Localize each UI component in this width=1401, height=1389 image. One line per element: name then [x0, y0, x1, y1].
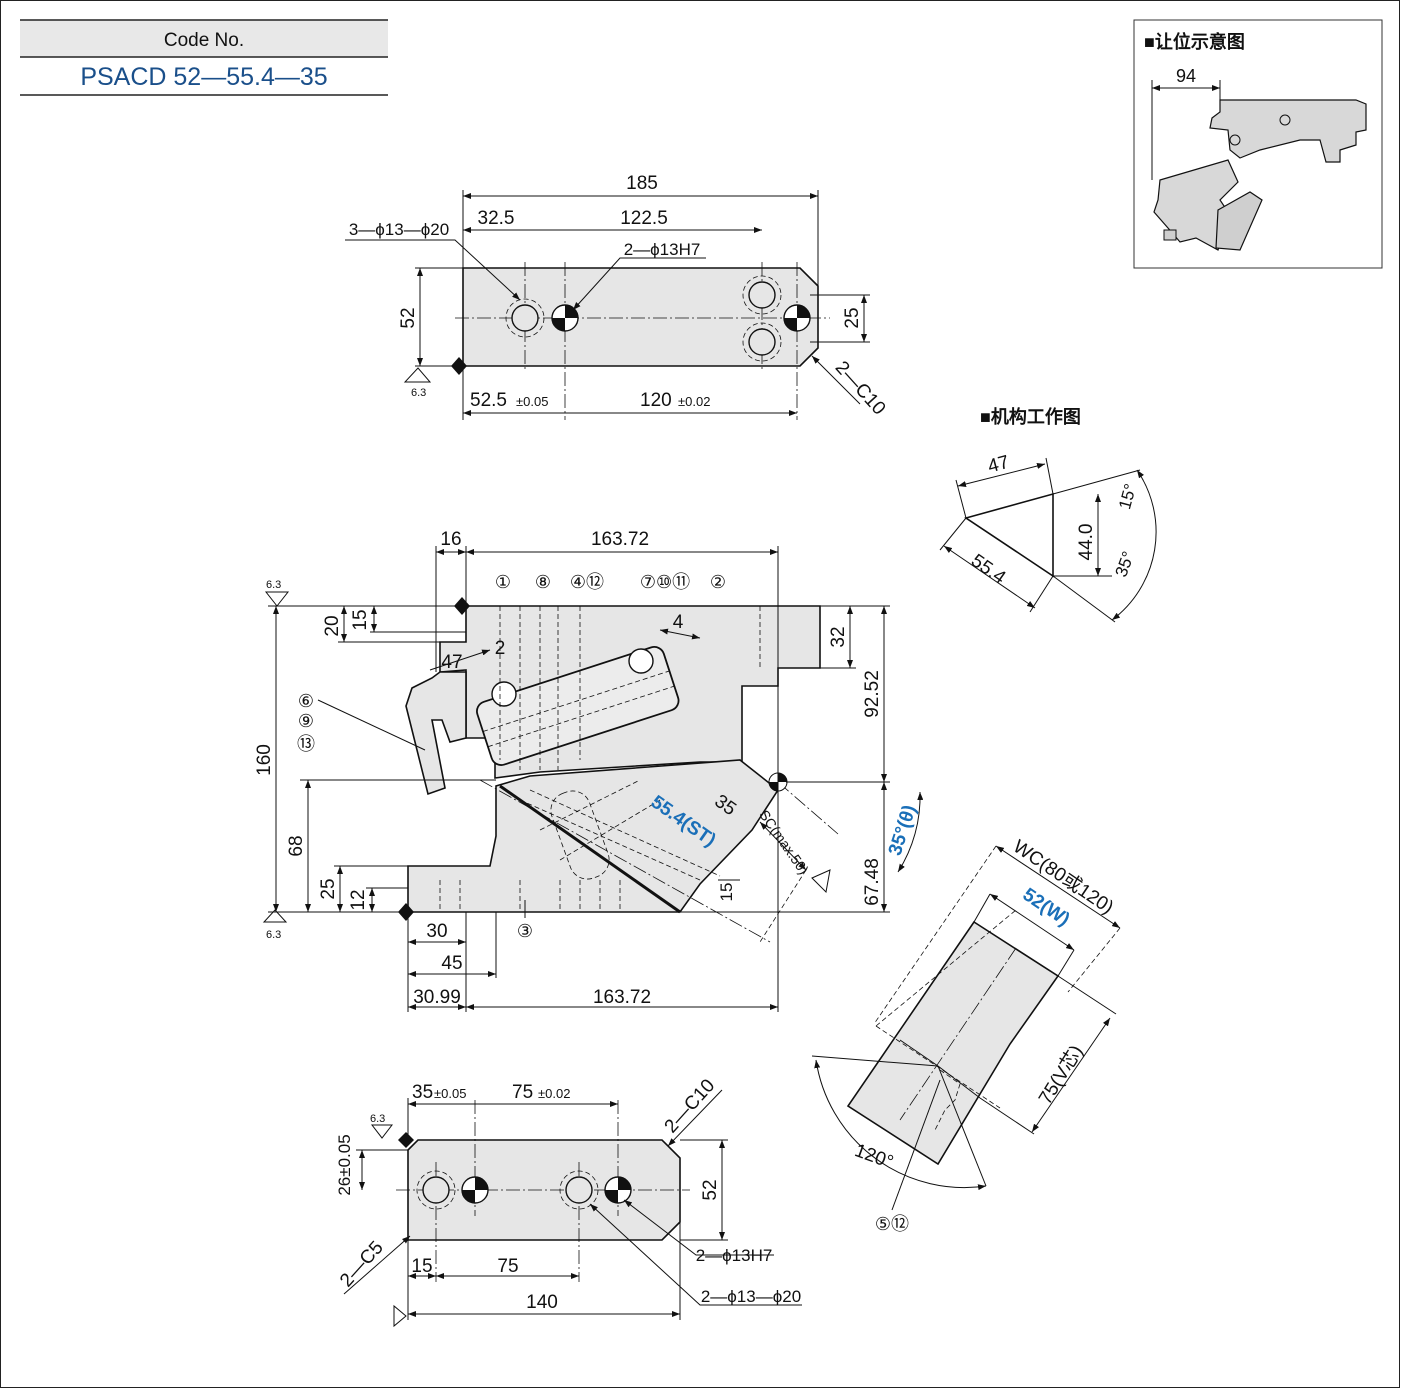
- front-view: 16 163.72 ① ⑧ ④⑫ ⑦⑩⑪ ② ⑥ ⑨ ⑬ ③ 160 20 15…: [254, 529, 924, 1012]
- chamfer-c10: 2—C10: [831, 357, 890, 419]
- dim-30-99: 30.99: [413, 987, 461, 1008]
- dim-2: 2: [495, 638, 506, 659]
- mech-angle-15: 15°: [1115, 482, 1140, 512]
- dowel-pin-hole: [461, 1176, 489, 1204]
- balloon-2: ②: [710, 572, 726, 592]
- top-view: 185 32.5 122.5 3—ϕ13—ϕ20 2—ϕ13H7 52 25 2…: [345, 173, 889, 420]
- bottom-plate: [407, 1139, 681, 1241]
- code-label: Code No.: [164, 30, 244, 51]
- dim-160: 160: [254, 744, 275, 776]
- tol-002: ±0.02: [678, 394, 710, 409]
- roughness-mark: 6.3: [411, 387, 426, 399]
- pins-callout: 2—ϕ13H7: [696, 1246, 773, 1265]
- bolt-hole: [748, 328, 776, 356]
- dim-25: 25: [842, 307, 863, 328]
- return-plate: [405, 671, 467, 796]
- chamfer-c10: 2—C10: [661, 1075, 720, 1137]
- dim-92-52: 92.52: [862, 670, 883, 718]
- balloon-8: ⑧: [535, 572, 551, 592]
- pins-callout: 2—ϕ13H7: [624, 240, 701, 259]
- dim-32-5: 32.5: [478, 208, 515, 229]
- v-dim: 75(V芯): [1034, 1041, 1087, 1108]
- lower-cam: [407, 759, 780, 913]
- tol-005: ±0.05: [516, 394, 548, 409]
- dim-52: 52: [700, 1179, 721, 1200]
- dim-26: 26±0.05: [335, 1134, 354, 1195]
- dim-163-72-top: 163.72: [591, 529, 649, 550]
- angle-120: 120°: [852, 1140, 896, 1173]
- dim-140: 140: [526, 1292, 558, 1313]
- wedge-body: [846, 920, 1060, 1166]
- holes-callout: 2—ϕ13—ϕ20: [701, 1287, 801, 1306]
- holes-callout: 3—ϕ13—ϕ20: [349, 220, 449, 239]
- dowel-pin-hole: [604, 1176, 632, 1204]
- angle-theta: 35°(θ): [885, 802, 921, 858]
- balloon-13: ⑬: [297, 734, 315, 754]
- dim-75-b: 75: [497, 1256, 518, 1277]
- tol-002: ±0.02: [538, 1086, 570, 1101]
- balloon-7-10-11: ⑦⑩⑪: [640, 572, 690, 592]
- dim-16: 16: [440, 529, 461, 550]
- dim-15-b: 15: [717, 883, 736, 902]
- dim-32: 32: [828, 626, 849, 647]
- balloon-5-12: ⑤⑫: [875, 1214, 909, 1234]
- sc-max-50: SC(max.50): [756, 807, 812, 877]
- dim-30: 30: [426, 921, 447, 942]
- dim-47: 47: [441, 652, 462, 673]
- dim-52: 52: [398, 307, 419, 328]
- bolt-hole: [511, 304, 539, 332]
- dim-4: 4: [673, 612, 684, 633]
- balloon-3: ③: [517, 921, 533, 941]
- bottom-view: 35 ±0.05 75 ±0.02 2—C10 26±0.05 52 2—C5 …: [335, 1075, 802, 1328]
- dim-185: 185: [626, 173, 658, 194]
- dim-120: 120: [640, 390, 672, 411]
- mech-dim-44: 44.0: [1076, 524, 1097, 561]
- balloon-1: ①: [495, 572, 511, 592]
- dim-163-72-bottom: 163.72: [593, 987, 651, 1008]
- mech-angle-35: 35°: [1112, 549, 1139, 580]
- chamfer-c5: 2—C5: [336, 1237, 388, 1291]
- balloon-9: ⑨: [298, 711, 314, 731]
- balloon-6: ⑥: [298, 691, 314, 711]
- mechanism-diagram: ■机构工作图 47 55.4 44.0 15° 35°: [939, 406, 1157, 623]
- mechanism-title: ■机构工作图: [980, 406, 1081, 427]
- dim-15: 15: [411, 1256, 432, 1277]
- tol-005: ±0.05: [434, 1086, 466, 1101]
- dowel-pin-hole: [783, 304, 811, 332]
- balloon-4-12: ④⑫: [570, 572, 604, 592]
- roughness-mark: 6.3: [266, 579, 281, 591]
- slider-block: [476, 646, 680, 766]
- code-header: Code No. PSACD 52—55.4—35: [20, 19, 388, 96]
- bolt-hole: [748, 281, 776, 309]
- dim-25: 25: [318, 878, 339, 899]
- dim-12: 12: [348, 889, 369, 910]
- bolt-hole: [422, 1176, 450, 1204]
- bolt-hole: [565, 1176, 593, 1204]
- code-value: PSACD 52—55.4—35: [80, 63, 327, 91]
- mech-dim-55-4: 55.4: [967, 550, 1010, 589]
- roughness-mark: 6.3: [266, 929, 281, 941]
- roughness-mark: 6.3: [370, 1113, 385, 1125]
- dim-35: 35: [412, 1082, 433, 1103]
- dim-68: 68: [286, 835, 307, 856]
- clearance-diagram: ■让位示意图 94: [1133, 19, 1383, 269]
- dim-122-5: 122.5: [620, 208, 668, 229]
- clearance-dim-94: 94: [1176, 66, 1196, 86]
- dim-75: 75: [512, 1082, 533, 1103]
- dim-15: 15: [350, 609, 371, 630]
- dim-67-48: 67.48: [862, 858, 883, 906]
- dim-20: 20: [322, 615, 343, 636]
- wedge-view: WC(80或120) 52(W) 75(V芯) 120° ⑤⑫: [811, 835, 1121, 1234]
- dim-45: 45: [441, 953, 462, 974]
- dim-52-5: 52.5: [470, 390, 507, 411]
- clearance-title: ■让位示意图: [1144, 31, 1245, 52]
- dowel-pin-hole: [551, 304, 579, 332]
